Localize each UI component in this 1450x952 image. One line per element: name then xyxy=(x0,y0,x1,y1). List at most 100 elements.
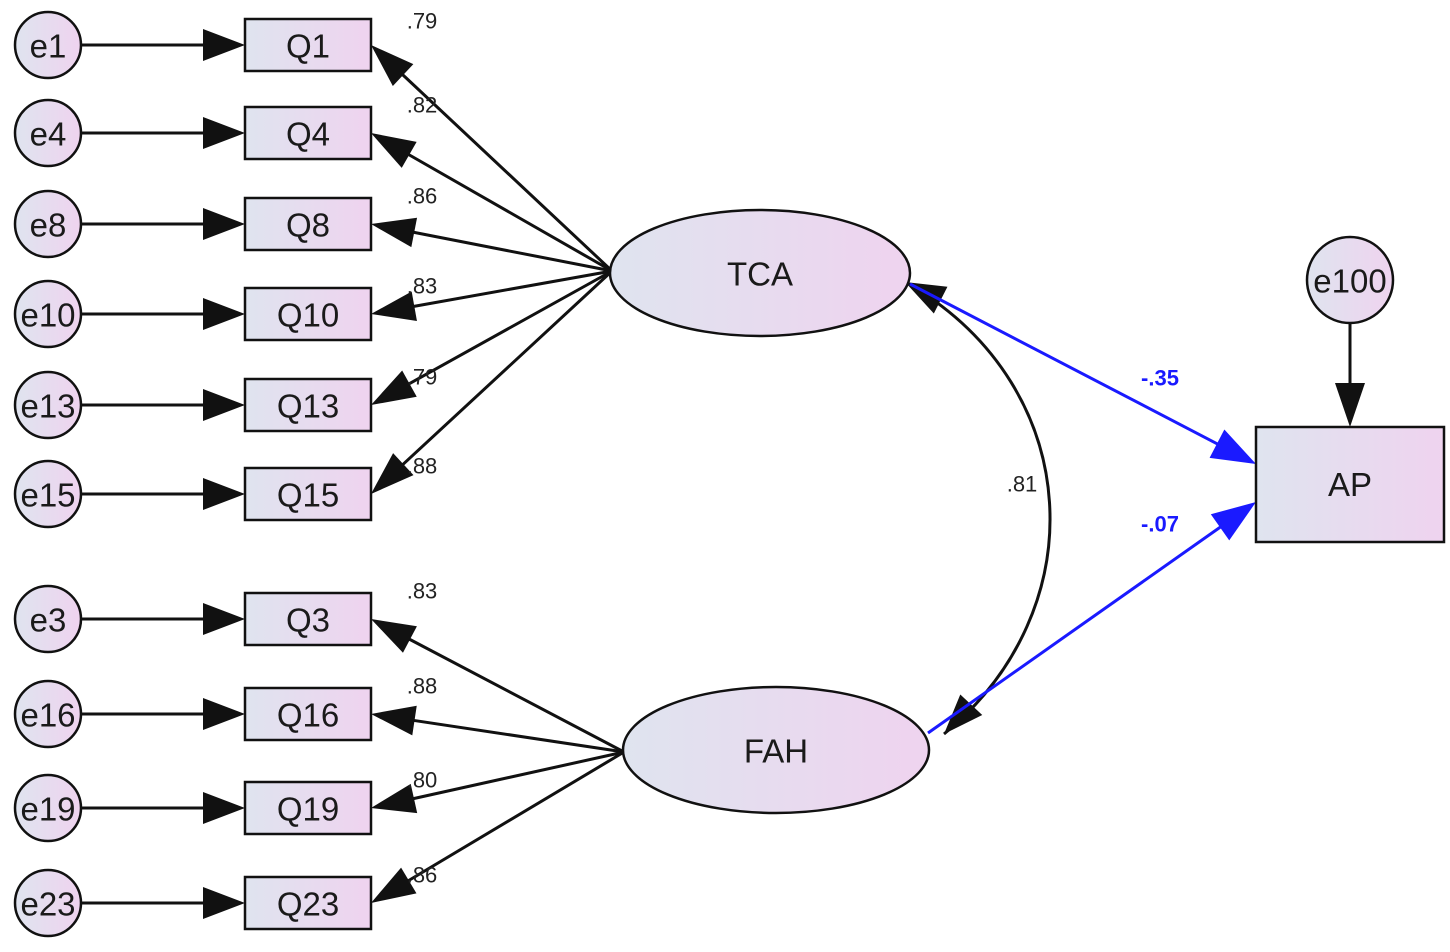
error-label: e100 xyxy=(1313,263,1386,300)
indicator-box xyxy=(243,591,373,647)
error-to-item-arrowhead xyxy=(203,117,245,149)
error-circle xyxy=(1305,235,1395,325)
covariance-value: .81 xyxy=(1007,472,1038,497)
indicator-box xyxy=(243,466,373,522)
indicator-Q23: Q23 xyxy=(243,875,373,931)
error-circle xyxy=(13,584,83,654)
structural-path-arrowhead xyxy=(1209,429,1256,464)
latent-ellipse xyxy=(621,685,931,815)
indicator-label: Q13 xyxy=(277,388,339,425)
latent-label: TCA xyxy=(727,256,793,293)
path-lines-layer xyxy=(81,29,1365,919)
indicator-box xyxy=(243,105,373,161)
indicator-Q1: Q1 xyxy=(243,17,373,73)
indicator-Q3: Q3 xyxy=(243,591,373,647)
loading-value: .88 xyxy=(407,454,438,479)
indicator-label: Q10 xyxy=(277,297,339,334)
error-term-e13: e13 xyxy=(13,370,83,440)
error-label: e4 xyxy=(30,116,67,153)
loading-value: .80 xyxy=(407,768,438,793)
loading-value: .79 xyxy=(407,9,438,34)
loading-line xyxy=(405,269,613,387)
error-to-item-arrowhead xyxy=(203,298,245,330)
indicator-Q15: Q15 xyxy=(243,466,373,522)
error-circle xyxy=(13,679,83,749)
outcome-ap: AP xyxy=(1254,425,1446,544)
error-term-e23: e23 xyxy=(13,868,83,938)
error-term-e4: e4 xyxy=(13,98,83,168)
covariance-arrowhead-bottom xyxy=(944,694,983,734)
error-to-item-arrowhead xyxy=(203,603,245,635)
indicator-Q19: Q19 xyxy=(243,780,373,836)
loading-value: .83 xyxy=(407,579,438,604)
loading-value: .83 xyxy=(407,274,438,299)
error-circle xyxy=(13,459,83,529)
error-label: e1 xyxy=(30,28,67,65)
error-to-item-arrowhead xyxy=(203,792,245,824)
outcome-box xyxy=(1254,425,1446,544)
loading-line xyxy=(409,230,613,273)
indicator-label: Q3 xyxy=(286,602,330,639)
loading-arrowhead xyxy=(371,133,417,168)
structural-path-arrowhead xyxy=(1210,502,1256,541)
indicator-label: Q19 xyxy=(277,791,339,828)
loading-line xyxy=(399,269,614,468)
nodes-layer: e1 Q1 e4 Q4 e8 Q8 e10 Q10 e13 Q13 e15 Q15 e3 Q3 e16 Q16… xyxy=(13,10,1446,938)
indicator-box xyxy=(243,377,373,433)
error-term-e1: e1 xyxy=(13,10,83,80)
error-circle xyxy=(13,10,83,80)
outcome-label: AP xyxy=(1328,466,1372,503)
indicator-Q8: Q8 xyxy=(243,196,373,252)
indicator-box xyxy=(243,686,373,742)
error-term-e100: e100 xyxy=(1305,235,1395,325)
indicator-label: Q8 xyxy=(286,207,330,244)
loading-line xyxy=(410,718,625,754)
error-to-item-arrowhead xyxy=(203,698,245,730)
error-term-e10: e10 xyxy=(13,279,83,349)
loading-arrowhead xyxy=(371,453,414,494)
error-label: e19 xyxy=(20,791,75,828)
indicator-Q4: Q4 xyxy=(243,105,373,161)
loading-value: .88 xyxy=(407,674,438,699)
error-label: e15 xyxy=(20,477,75,514)
coefficient-labels-layer: .79.82.86.83.79.88.83.88.80.86.81-.35-.0… xyxy=(407,9,1179,888)
error-label: e16 xyxy=(20,697,75,734)
indicator-Q16: Q16 xyxy=(243,686,373,742)
loading-arrowhead xyxy=(371,291,417,322)
error-label: e3 xyxy=(30,602,67,639)
loading-line xyxy=(405,636,625,754)
error-circle xyxy=(13,189,83,259)
error-circle xyxy=(13,868,83,938)
loading-line xyxy=(410,269,613,309)
error-label: e13 xyxy=(20,388,75,425)
indicator-box xyxy=(243,17,373,73)
error-to-item-arrowhead xyxy=(203,887,245,919)
loading-arrowhead xyxy=(371,783,418,814)
loading-value: .86 xyxy=(407,184,438,209)
error-circle xyxy=(13,773,83,843)
indicator-Q10: Q10 xyxy=(243,286,373,342)
loading-value: .82 xyxy=(407,93,438,118)
loading-value: .79 xyxy=(407,365,438,390)
loading-arrowhead xyxy=(371,705,417,736)
error-circle xyxy=(13,370,83,440)
latent-ellipse xyxy=(608,208,912,338)
error-to-item-arrowhead xyxy=(203,389,245,421)
error-term-e19: e19 xyxy=(13,773,83,843)
loading-line xyxy=(409,750,625,801)
indicator-label: Q16 xyxy=(277,697,339,734)
loading-arrowhead xyxy=(371,867,417,903)
error-to-item-arrowhead xyxy=(203,29,245,61)
loading-line xyxy=(404,151,613,273)
covariance-arrowhead-top xyxy=(905,282,948,314)
error-to-item-arrowhead xyxy=(203,208,245,240)
error-label: e8 xyxy=(30,207,67,244)
loading-arrowhead xyxy=(371,45,414,87)
error-label: e10 xyxy=(20,297,75,334)
error-circle xyxy=(13,98,83,168)
latent-fah: FAH xyxy=(621,685,931,815)
indicator-Q13: Q13 xyxy=(243,377,373,433)
error-circle xyxy=(13,279,83,349)
indicator-box xyxy=(243,780,373,836)
